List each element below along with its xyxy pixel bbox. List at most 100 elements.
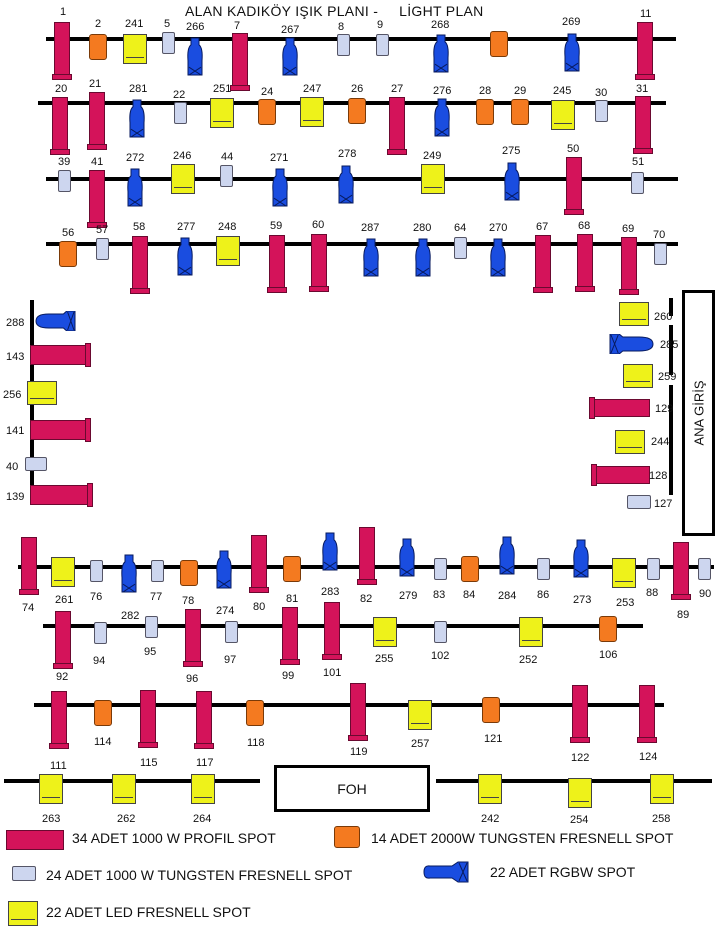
fixture-label: 9: [377, 19, 384, 31]
fixture-247: [300, 97, 324, 127]
fixture-266: [185, 36, 205, 76]
fixture-label: 283: [321, 586, 340, 598]
fixture-label: 64: [454, 222, 467, 234]
legend-tungsten-2000-text: 14 ADET 2000W TUNGSTEN FRESNELL SPOT: [371, 830, 674, 846]
fixture-label: 241: [125, 18, 144, 30]
fixture-27: [387, 97, 407, 155]
fixture-label: 282: [121, 610, 140, 622]
fixture-label: 67: [536, 221, 549, 233]
fixture-141: [30, 418, 91, 442]
fixture-label: 262: [117, 813, 136, 825]
fixture-label: 246: [173, 150, 192, 162]
fixture-label: 80: [253, 601, 266, 613]
fixture-label: 115: [140, 757, 158, 769]
fixture-label: 82: [360, 593, 373, 605]
fixture-70: [653, 243, 667, 265]
fixture-102: [433, 621, 447, 643]
fixture-label: 259: [658, 371, 677, 383]
fixture-39: [57, 170, 71, 192]
fixture-106: [599, 616, 617, 642]
fixture-label: 24: [261, 86, 274, 98]
fixture-label: 256: [3, 389, 22, 401]
fixture-label: 257: [411, 738, 430, 750]
legend-profile-text: 34 ADET 1000 W PROFIL SPOT: [72, 830, 276, 846]
fixture-label: 102: [431, 650, 450, 662]
truss-bar-right-1: [669, 298, 673, 316]
fixture-248: [216, 236, 240, 266]
fixture-label: 276: [433, 85, 452, 97]
fixture-label: 40: [6, 461, 19, 473]
fixture-22: [173, 102, 187, 124]
fixture-50: [564, 157, 584, 215]
fixture-257: [408, 700, 432, 730]
foh-box: FOH: [274, 765, 430, 812]
fixture-139: [30, 483, 93, 507]
fixture-label: 242: [481, 813, 500, 825]
fixture-256: [27, 381, 57, 405]
truss-bar-right-2: [669, 325, 673, 375]
fixture-label: 254: [570, 814, 589, 826]
fixture-2: [89, 34, 107, 60]
fixture-129: [589, 397, 650, 419]
fixture-51: [630, 172, 644, 194]
fixture-119: [348, 683, 368, 741]
main-entrance-label: ANA GİRİŞ: [691, 380, 706, 446]
fixture-270: [488, 237, 508, 277]
fixture-288: [34, 311, 76, 331]
fixture-label: 95: [144, 646, 157, 658]
fixture-label: 274: [216, 605, 235, 617]
legend-tungsten-2000-swatch: [334, 826, 360, 848]
fixture-118: [246, 700, 264, 726]
fixture-label: 122: [571, 752, 590, 764]
fixture-262: [112, 774, 136, 804]
truss-bar-7: [34, 703, 664, 707]
fixture-59: [267, 235, 287, 293]
fixture-122: [570, 685, 590, 743]
fixture-label: 7: [234, 20, 241, 32]
fixture-label: 96: [186, 673, 199, 685]
fixture-21: [87, 92, 107, 150]
fixture-label: 88: [646, 587, 659, 599]
fixture-281: [127, 98, 147, 138]
main-entrance: ANA GİRİŞ: [682, 290, 715, 536]
fixture-label: 68: [578, 220, 591, 232]
fixture-124: [637, 685, 657, 743]
fixture-label: 288: [6, 317, 25, 329]
fixture-label: 272: [126, 152, 145, 164]
fixture-label: 20: [55, 83, 68, 95]
fixture-287: [361, 237, 381, 277]
fixture-label: 253: [616, 597, 635, 609]
fixture-69: [619, 237, 639, 295]
fixture-271: [270, 167, 290, 207]
fixture-label: 69: [622, 223, 635, 235]
fixture-label: 139: [6, 491, 25, 503]
fixture-277: [175, 236, 195, 276]
fixture-7: [230, 33, 250, 91]
fixture-94: [93, 622, 107, 644]
fixture-117: [194, 691, 214, 749]
fixture-99: [280, 607, 300, 665]
fixture-label: 258: [652, 813, 671, 825]
fixture-label: 114: [94, 736, 112, 748]
fixture-40: [25, 457, 47, 471]
fixture-128: [591, 464, 650, 486]
fixture-label: 2: [95, 18, 102, 30]
fixture-285: [609, 334, 655, 354]
fixture-127: [627, 495, 651, 509]
fixture-96: [183, 609, 203, 667]
fixture-label: 269: [562, 16, 581, 28]
fixture-label: 94: [93, 655, 106, 667]
fixture-label: 118: [247, 737, 265, 749]
fixture-95: [144, 616, 158, 638]
fixture-244: [615, 430, 645, 454]
fixture-label: 285: [660, 339, 679, 351]
fixture-282: [119, 553, 139, 593]
fixture-label: 90: [699, 588, 712, 600]
fixture-label: 129: [655, 403, 674, 415]
legend-profile-swatch: [6, 830, 64, 850]
truss-bar-6: [43, 624, 643, 628]
fixture-280: [413, 237, 433, 277]
fixture-77: [150, 560, 164, 582]
fixture-label: 1: [60, 6, 67, 18]
fixture-label: 247: [303, 83, 322, 95]
